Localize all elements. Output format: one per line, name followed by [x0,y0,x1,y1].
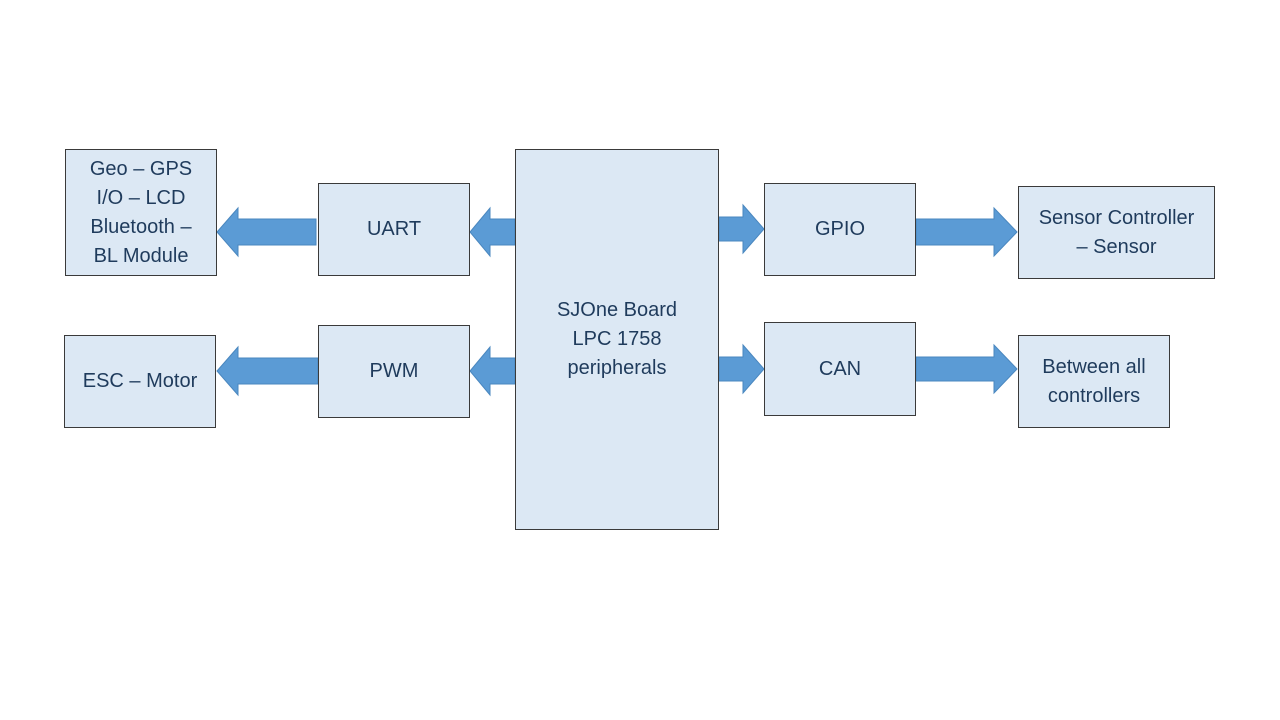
arrow-center-to-gpio [718,203,765,255]
arrow-center-to-uart [469,206,516,258]
gpio-label: GPIO [814,218,865,240]
pwm-box: PWM [318,325,470,418]
uart-box: UART [318,183,470,276]
arrow-gpio-to-sensor [915,206,1018,258]
arrow-can-to-controllers [915,343,1018,395]
uart-target-line-1: Geo – GPS [89,157,193,180]
center-line-2: LPC 1758 [572,328,662,350]
can-target-line-1: Between all [1042,355,1146,378]
uart-target-line-3: Bluetooth – [90,215,192,238]
arrow-pwm-to-esc [216,345,319,397]
pwm-label: PWM [369,360,419,382]
uart-target-line-4: BL Module [93,244,189,267]
can-label: CAN [818,357,862,380]
center-line-3: peripherals [567,357,667,379]
sjone-board-box: SJOne Board LPC 1758 peripherals [515,149,719,530]
all-controllers-box: Between all controllers [1018,335,1170,428]
geo-io-bluetooth-box: Geo – GPS I/O – LCD Bluetooth – BL Modul… [65,149,217,276]
esc-motor-box: ESC – Motor [64,335,216,428]
pwm-target-label: ESC – Motor [82,370,198,392]
can-target-line-2: controllers [1047,384,1141,407]
arrow-center-to-pwm [469,345,516,397]
gpio-target-line-2: – Sensor [1076,235,1157,258]
gpio-target-line-1: Sensor Controller [1038,206,1195,229]
arrow-uart-to-geo [216,206,317,258]
can-box: CAN [764,322,916,416]
center-line-1: SJOne Board [556,299,678,321]
arrow-center-to-can [718,343,765,395]
uart-label: UART [366,218,422,240]
gpio-box: GPIO [764,183,916,276]
uart-target-line-2: I/O – LCD [96,186,186,209]
sensor-controller-box: Sensor Controller – Sensor [1018,186,1215,279]
